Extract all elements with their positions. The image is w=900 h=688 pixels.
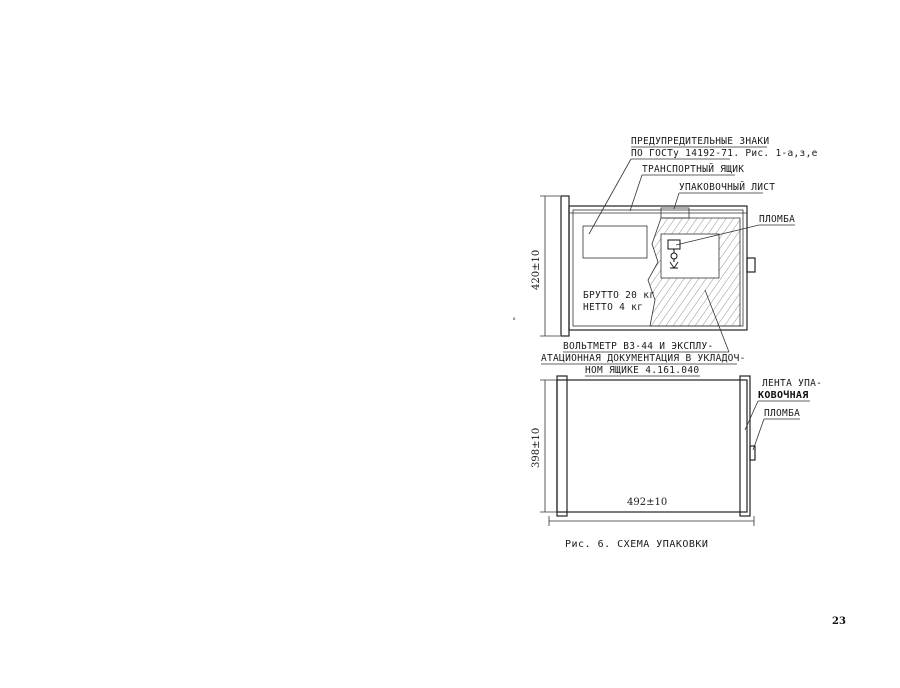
right-handle [746, 257, 756, 273]
page-number: 23 [832, 616, 846, 627]
tape-leader [744, 400, 759, 431]
contents-line3: НОМ ЯЩИКЕ 4.161.040 [585, 365, 699, 376]
tape-label-line2: КОВОЧНАЯ [758, 389, 809, 401]
seal-bottom-label: ПЛОМБА [764, 408, 800, 419]
transport-box-leader [629, 174, 643, 212]
seal-top-leader [675, 224, 760, 246]
contents-line1: ВОЛЬТМЕТР В3-44 И ЭКСПЛУ- [563, 341, 714, 352]
figure-caption: Рис. 6. СХЕМА УПАКОВКИ [565, 539, 708, 550]
warning-marks-line2: ПО ГОСТу 14192-71. Рис. 1-а,з,е [631, 148, 818, 159]
contents-line2: АТАЦИОННАЯ ДОКУМЕНТАЦИЯ В УКЛАДОЧ- [541, 353, 746, 364]
height-bottom-label: 398±10 [531, 428, 542, 468]
width-dimension: 492±10 [548, 497, 755, 526]
svg-text:ₒ: ₒ [512, 314, 517, 322]
height-dimension-top: 420±10 [531, 195, 560, 337]
seal-top-label: ПЛОМБА [759, 214, 795, 225]
warning-marks-panel [582, 225, 648, 259]
tape-label-line1: ЛЕНТА УПА- [762, 378, 822, 389]
contents-note: ВОЛЬТМЕТР В3-44 И ЭКСПЛУ- АТАЦИОННАЯ ДОК… [541, 289, 746, 377]
transport-box-label: ТРАНСПОРТНЫЙ ЯЩИК [642, 163, 744, 175]
left-end-board-bottom [556, 375, 568, 517]
box-outline-bottom [556, 379, 748, 513]
height-dimension-bottom: 398±10 [531, 379, 557, 513]
gross-weight: БРУТТО 20 кг [583, 290, 655, 301]
seal-icon [667, 239, 681, 269]
packing-sheet-label: УПАКОВОЧНЫЙ ЛИСТ [679, 181, 775, 193]
transport-box-top-view [556, 375, 756, 517]
seal-bottom-leader [752, 418, 765, 451]
warning-leader [588, 158, 632, 235]
width-label: 492±10 [627, 497, 667, 508]
seal-bottom-icon [749, 445, 756, 461]
right-end-board-bottom [739, 375, 751, 517]
net-weight: НЕТТО 4 кг [583, 302, 643, 313]
height-top-label: 420±10 [531, 250, 542, 290]
left-end-board [560, 195, 570, 337]
packing-sheet-leader [673, 192, 680, 210]
transport-box-front-view: БРУТТО 20 кг НЕТТО 4 кг [560, 195, 756, 337]
warning-marks-line1: ПРЕДУПРЕДИТЕЛЬНЫЕ ЗНАКИ [631, 136, 769, 147]
contents-leader [704, 289, 730, 353]
